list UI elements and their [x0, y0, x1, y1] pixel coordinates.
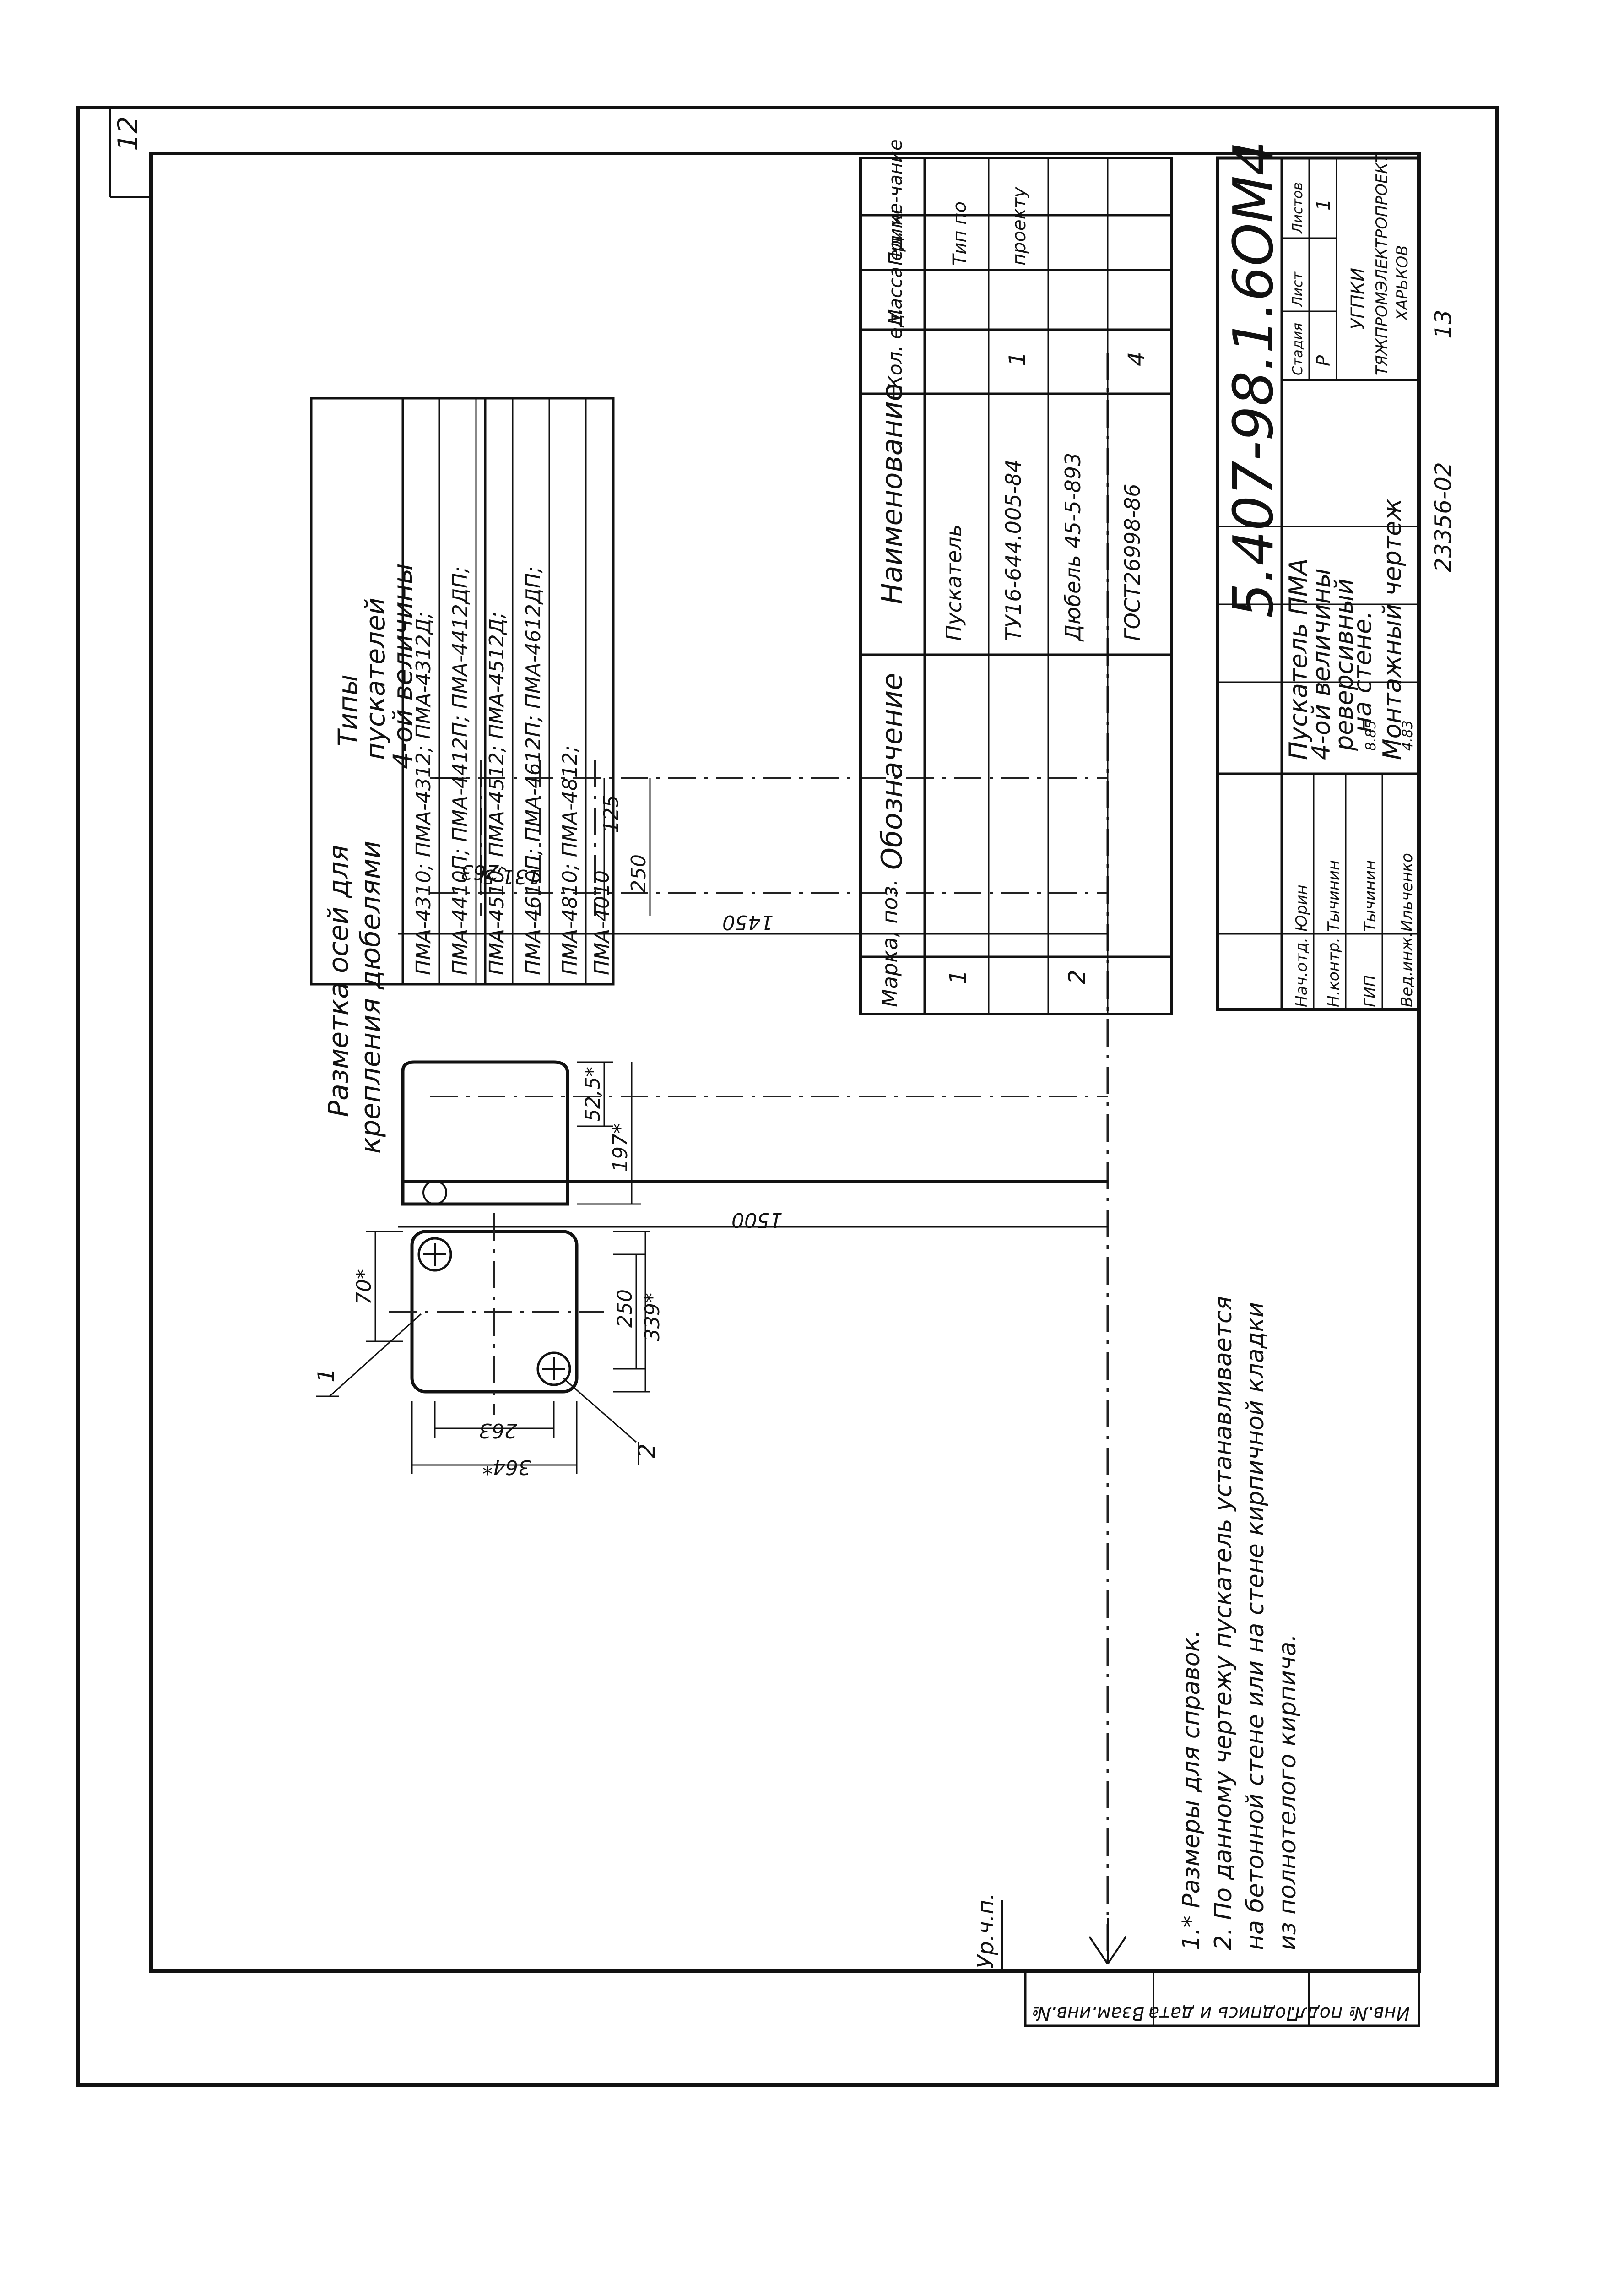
starter-side-body — [401, 1060, 569, 1206]
tb-role-2: Н.контр. — [1325, 938, 1343, 1007]
dim-197: 197* — [609, 1123, 632, 1172]
marking-title-1: Разметка осей для — [323, 845, 355, 1117]
dim-1500: 1500 — [731, 1208, 783, 1232]
fixing-hole-top — [417, 1237, 452, 1272]
note-1: 1.* Размеры для справок. — [1178, 1630, 1205, 1950]
tb-role-4: Вед.инж. — [1398, 932, 1416, 1007]
marking-view: Разметка осей для крепления дюбелями 263… — [323, 760, 1108, 1154]
dim-52-5: 52,5* — [581, 1067, 605, 1122]
spec-header-note: Приме-чание — [885, 139, 906, 266]
tb-sheets: 1 — [1313, 199, 1334, 211]
types-title-2: пускателей — [360, 597, 391, 760]
callout-1: 1 — [313, 1368, 340, 1383]
notes: 1.* Размеры для справок. 2. По данному ч… — [1178, 1296, 1301, 1950]
types-list: ПМА-4310; ПМА-4312; ПМА-4312Д; ПМА-4410П… — [401, 397, 615, 986]
tb-name-2: Тычинин — [1325, 860, 1343, 932]
types-row-5: ПМА-4810; ПМА-4812; — [558, 745, 582, 975]
spec-header-mass: Масса ед. кг — [885, 204, 906, 325]
tb-title-1: Пускатель ПМА — [1284, 559, 1313, 760]
tb-date-4: 4.83 — [1400, 720, 1416, 751]
spec-row1-qty: 1 — [1004, 352, 1031, 366]
types-row-6: ПМА-4010 — [590, 870, 614, 975]
dim-125: 125 — [600, 795, 623, 833]
tb-title-4: на стене. — [1348, 611, 1377, 732]
dim-70: 70* — [352, 1269, 376, 1305]
marking-title-2: крепления дюбелями — [355, 841, 387, 1154]
tb-org-1: УГПКИ — [1348, 268, 1369, 330]
spec-table: Марка, поз. Обозначение Наименование Кол… — [859, 139, 1173, 1015]
types-row-4: ПМА-4610П; ПМА-4612П; ПМА-4612ДП; — [522, 566, 545, 975]
dim-1450: 1450 — [722, 911, 774, 934]
dim-263-marking: 263 — [460, 860, 499, 884]
tb-sheet-label: Лист — [1290, 271, 1306, 307]
dim-131-5: 131,5 — [482, 865, 540, 888]
types-row-1: ПМА-4310; ПМА-4312; ПМА-4312Д; — [412, 612, 435, 975]
front-view: 250 339* 70* 263 364* 1 2 — [313, 1213, 664, 1479]
page-number: 13 — [1430, 309, 1456, 339]
types-row-2: ПМА-4410П; ПМА-4412П; ПМА-4412ДП; — [449, 566, 472, 975]
margin-label-inv: Инв.№ подл. — [1289, 2003, 1410, 2024]
spec-header-qty: Кол. ед. — [884, 308, 906, 389]
doc-code: 5.407-98.1.6ОМ4 — [1222, 141, 1286, 618]
level-arrow-a — [1088, 1936, 1109, 1965]
callout-1-leader — [329, 1313, 422, 1397]
dim-263-front: 263 — [479, 1419, 517, 1442]
tb-title-2: 4-ой величины — [1307, 568, 1336, 760]
sheet-number: 12 — [112, 116, 144, 151]
archive-number: 23356-02 — [1430, 462, 1456, 572]
spec-row2-pos: 2 — [1064, 970, 1090, 984]
note-3: на бетонной стене или на стене кирпичной… — [1242, 1302, 1269, 1950]
tb-role-1: Нач.отд. — [1293, 938, 1311, 1007]
inner-frame — [149, 152, 1421, 1973]
note-2: 2. По данному чертежу пускатель устанавл… — [1210, 1296, 1237, 1950]
note-4: из полнотелого кирпича. — [1274, 1634, 1301, 1950]
outer-border — [76, 106, 1499, 2087]
tb-title-5: Монтажный чертеж — [1378, 499, 1407, 760]
tb-name-3: Тычинин — [1361, 860, 1380, 932]
side-fixing-detail — [422, 1180, 447, 1205]
dim-250-front: 250 — [613, 1289, 637, 1328]
spec-row2-qty: 4 — [1123, 352, 1150, 366]
tb-org-3: ХАРЬКОВ — [1393, 245, 1412, 321]
side-view: 52,5* 197* 1500 — [398, 1060, 1108, 1232]
dim-364: 364* — [482, 1455, 531, 1479]
margin-label-signature: Подпись и дата — [1148, 2003, 1300, 2024]
tb-stage-label: Стадия — [1290, 323, 1306, 375]
types-title-1: Типы — [332, 674, 363, 746]
tb-org-2: ТЯЖПРОМЭЛЕКТРОПРОЕКТ — [1373, 152, 1391, 375]
dim-250-marking: 250 — [627, 854, 650, 893]
tb-name-4: Ильченко — [1398, 853, 1416, 932]
spec-row1-name2: ТУ16-644.005-84 — [1001, 459, 1026, 641]
title-block: 5.407-98.1.6ОМ4 Нач.отд. Н.контр. ГИП Ве… — [1216, 141, 1421, 1011]
spec-row1-pos: 1 — [945, 970, 971, 984]
callout-2: 2 — [633, 1443, 660, 1458]
tb-date-3: 8.85 — [1363, 720, 1379, 751]
tb-name-1: Юрин — [1293, 884, 1311, 932]
level-mark: Ур.ч.п. — [973, 1893, 999, 1969]
spec-header-designation: Обозначение — [875, 673, 909, 870]
tb-stage: Р — [1313, 355, 1334, 366]
margin-label-replace: Взам.инв.№ — [1032, 2003, 1144, 2024]
types-row-3: ПМА-4510; ПМА-4512; ПМА-4512Д; — [485, 612, 509, 975]
spec-row1-name: Пускатель — [942, 524, 966, 641]
spec-row1-note2: проекту — [1009, 186, 1030, 266]
spec-header-pos: Марка, поз. — [877, 879, 902, 1007]
spec-header-name: Наименование — [875, 384, 909, 604]
fixing-hole-bottom — [536, 1351, 571, 1386]
callout-2-leader — [563, 1377, 637, 1443]
level-arrow-b — [1107, 1936, 1127, 1965]
tb-sheets-label: Листов — [1290, 182, 1306, 234]
tb-role-3: ГИП — [1361, 975, 1380, 1007]
tb-title-3: реверсивный — [1330, 579, 1359, 751]
spec-row2-name: Дюбель 45-5-893 — [1061, 453, 1085, 642]
spec-row1-note: Тип по — [949, 201, 970, 266]
margin-stamp: Инв.№ подл. Подпись и дата Взам.инв.№ — [1024, 1969, 1420, 2027]
dim-339: 339* — [641, 1293, 664, 1341]
spec-row2-name2: ГОСТ26998-86 — [1120, 483, 1145, 641]
